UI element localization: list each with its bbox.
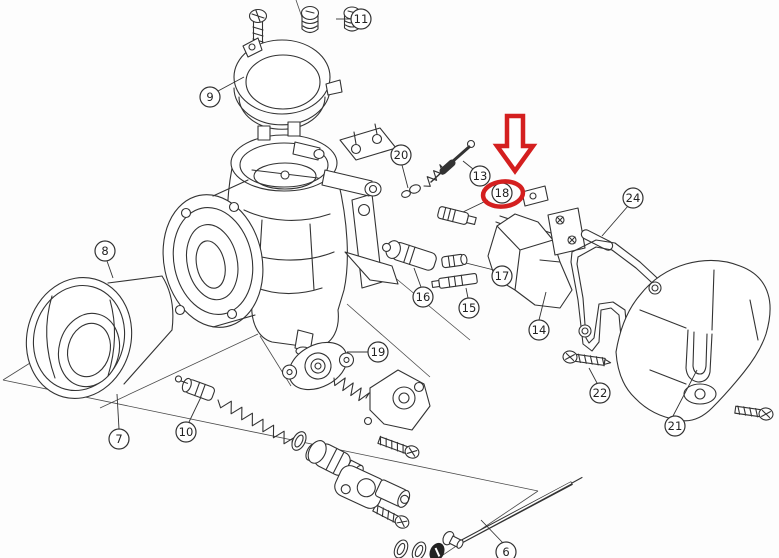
screw-19a <box>377 435 420 459</box>
part-label-10: 10 <box>175 396 202 443</box>
part-label-24: 24 <box>601 187 644 237</box>
float-bowl <box>615 259 771 422</box>
part-number: 13 <box>473 169 488 183</box>
part-label-9: 9 <box>199 76 245 108</box>
throttle-rod <box>442 476 583 549</box>
part-label-circle <box>350 8 372 30</box>
part-number: 10 <box>179 425 194 439</box>
grouping-lines <box>2 0 539 558</box>
part-number: 22 <box>593 386 608 400</box>
part-number: 16 <box>416 290 431 304</box>
red-highlight <box>480 113 538 209</box>
part-label-8: 8 <box>94 240 116 279</box>
part-label-circle <box>108 428 130 450</box>
part-number: 9 <box>206 90 213 104</box>
part-number: 24 <box>626 191 641 205</box>
highlight-arrow-icon <box>492 113 538 175</box>
idle-screw <box>174 375 215 401</box>
part-label-circle <box>412 286 434 308</box>
screw-bowl <box>734 405 774 421</box>
part-labels: 6 7 8 9 10 11 13 14 15 16 17 18 19 20 21 22 24 <box>94 8 698 558</box>
float-assembly <box>487 185 586 309</box>
part-label-15: 15 <box>458 287 480 319</box>
part-number: 15 <box>462 301 477 315</box>
enricher-cover <box>281 341 355 391</box>
part-label-6: 6 <box>480 519 517 558</box>
part-number: 14 <box>532 323 547 337</box>
part-label-19: 19 <box>347 341 389 363</box>
part-label-circle <box>495 541 517 558</box>
part-label-circle <box>664 415 686 437</box>
screw-top <box>248 8 268 51</box>
part-label-7: 7 <box>108 393 130 450</box>
pilot-jet <box>437 206 477 226</box>
part-number: 6 <box>502 545 509 558</box>
part-label-circle <box>528 319 550 341</box>
plug-bolt-left <box>300 5 320 34</box>
jet-needle-set <box>401 139 476 198</box>
intake-joint <box>25 275 174 399</box>
part-label-17: 17 <box>465 262 513 287</box>
part-label-22: 22 <box>588 367 611 404</box>
part-label-circle <box>622 187 644 209</box>
part-number: 17 <box>495 269 510 283</box>
enricher-bracket <box>363 369 431 431</box>
part-label-circle <box>469 165 491 187</box>
part-number: 8 <box>101 244 108 258</box>
plunger-16 <box>381 240 437 271</box>
part-number: 19 <box>371 345 386 359</box>
bottom-washers <box>393 539 445 558</box>
carburetor-body <box>162 121 399 356</box>
part-label-circle <box>390 144 412 166</box>
part-number: 21 <box>668 419 683 433</box>
main-jet-17 <box>441 253 468 269</box>
part-label-circle <box>175 421 197 443</box>
part-label-circle <box>589 382 611 404</box>
part-label-circle <box>94 240 116 262</box>
idle-spring <box>217 399 296 445</box>
part-label-20: 20 <box>390 144 412 189</box>
part-number: 11 <box>354 12 369 26</box>
part-label-circle <box>458 297 480 319</box>
needle-jet-15 <box>431 272 478 289</box>
part-label-16: 16 <box>412 267 434 308</box>
air-filter-cap <box>233 37 343 130</box>
part-label-14: 14 <box>528 291 550 341</box>
valve-cylinder <box>374 479 411 508</box>
part-label-circle <box>199 86 221 108</box>
enricher-spring <box>333 377 370 402</box>
screw-19b <box>372 504 410 529</box>
part-number: 7 <box>115 432 122 446</box>
part-number: 18 <box>495 186 510 200</box>
part-label-circle <box>491 265 513 287</box>
screw-22 <box>562 350 612 367</box>
highlight-ellipse <box>480 179 526 209</box>
part-label-circle <box>367 341 389 363</box>
part-label-21: 21 <box>664 369 698 437</box>
part-label-11: 11 <box>336 8 372 30</box>
part-label-13: 13 <box>462 160 491 187</box>
part-number: 20 <box>394 148 409 162</box>
